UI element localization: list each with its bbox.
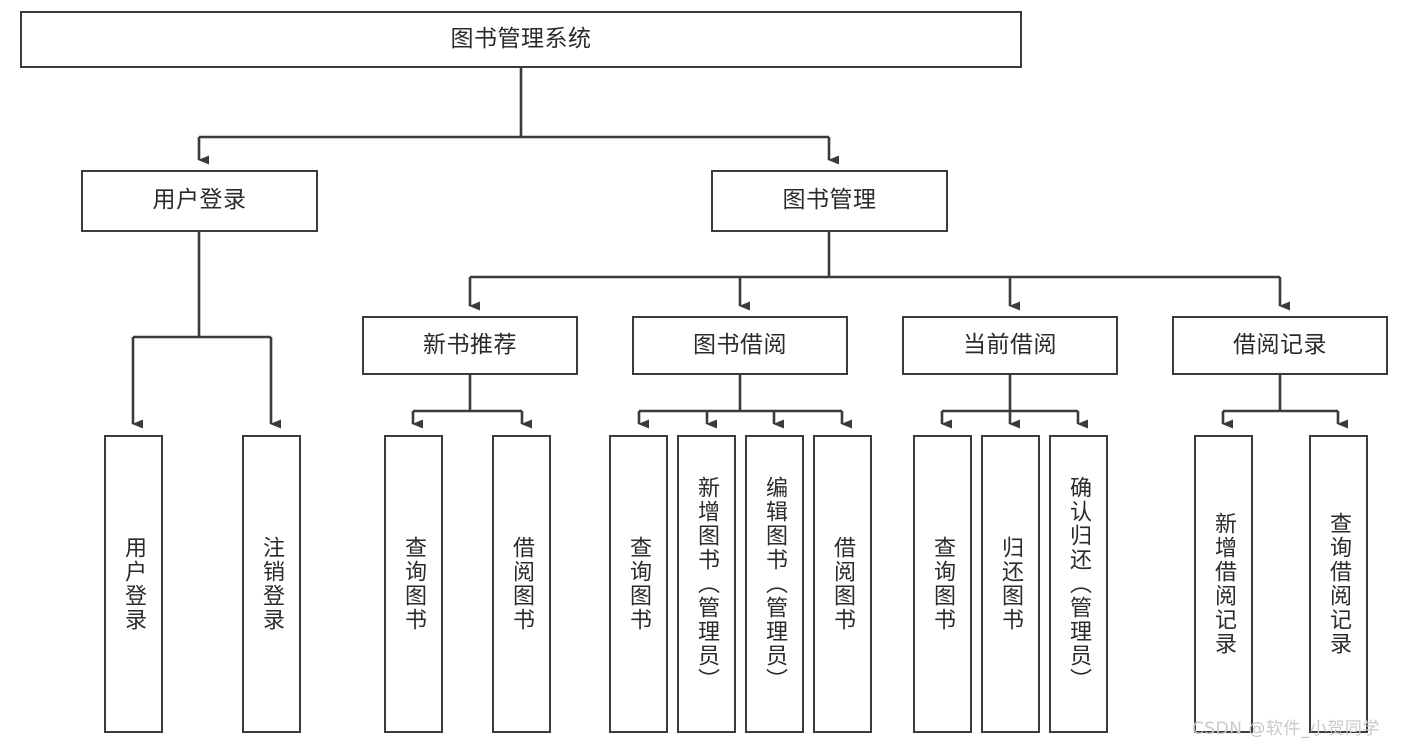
node-label: 查询借阅记录: [1326, 512, 1352, 656]
node-user-login[interactable]: 用户登录: [81, 170, 318, 232]
node-label: 借阅记录: [1233, 331, 1327, 358]
leaf-confirm-return-admin[interactable]: 确认归还（管理员）: [1049, 435, 1108, 733]
node-label: 借阅图书: [830, 536, 856, 632]
node-book-borrow[interactable]: 图书借阅: [632, 316, 848, 375]
node-label: 归还图书: [998, 536, 1024, 632]
leaf-query-book-borrow[interactable]: 查询图书: [609, 435, 668, 733]
leaf-borrow-book-recommend[interactable]: 借阅图书: [492, 435, 551, 733]
node-label: 图书借阅: [693, 331, 787, 358]
node-label: 用户登录: [121, 536, 147, 632]
leaf-add-book-admin[interactable]: 新增图书（管理员）: [677, 435, 736, 733]
node-label: 注销登录: [259, 536, 285, 632]
leaf-query-book-recommend[interactable]: 查询图书: [384, 435, 443, 733]
node-root-book-management-system[interactable]: 图书管理系统: [20, 11, 1022, 68]
leaf-borrow-book-borrow[interactable]: 借阅图书: [813, 435, 872, 733]
node-label: 新增借阅记录: [1211, 512, 1237, 656]
node-label: 查询图书: [930, 536, 956, 632]
leaf-edit-book-admin[interactable]: 编辑图书（管理员）: [745, 435, 804, 733]
node-label: 图书管理系统: [450, 25, 592, 52]
node-label: 查询图书: [401, 536, 427, 632]
leaf-user-login[interactable]: 用户登录: [104, 435, 163, 733]
node-label: 编辑图书（管理员）: [762, 476, 788, 692]
leaf-logout-login[interactable]: 注销登录: [242, 435, 301, 733]
csdn-watermark: CSDN @软件_小贺同学: [1192, 719, 1380, 739]
leaf-query-book-current[interactable]: 查询图书: [913, 435, 972, 733]
node-label: 图书管理: [782, 187, 877, 214]
node-label: 借阅图书: [509, 536, 535, 632]
node-current-borrow[interactable]: 当前借阅: [902, 316, 1118, 375]
node-label: 用户登录: [152, 187, 247, 214]
node-label: 新增图书（管理员）: [694, 476, 720, 692]
node-new-book-recommend[interactable]: 新书推荐: [362, 316, 578, 375]
leaf-add-borrow-record[interactable]: 新增借阅记录: [1194, 435, 1253, 733]
node-borrow-record[interactable]: 借阅记录: [1172, 316, 1388, 375]
leaf-query-borrow-record[interactable]: 查询借阅记录: [1309, 435, 1368, 733]
node-label: 查询图书: [626, 536, 652, 632]
leaf-return-book[interactable]: 归还图书: [981, 435, 1040, 733]
node-book-management[interactable]: 图书管理: [711, 170, 948, 232]
node-label: 当前借阅: [963, 331, 1057, 358]
node-label: 确认归还（管理员）: [1066, 476, 1092, 692]
node-label: 新书推荐: [423, 331, 517, 358]
